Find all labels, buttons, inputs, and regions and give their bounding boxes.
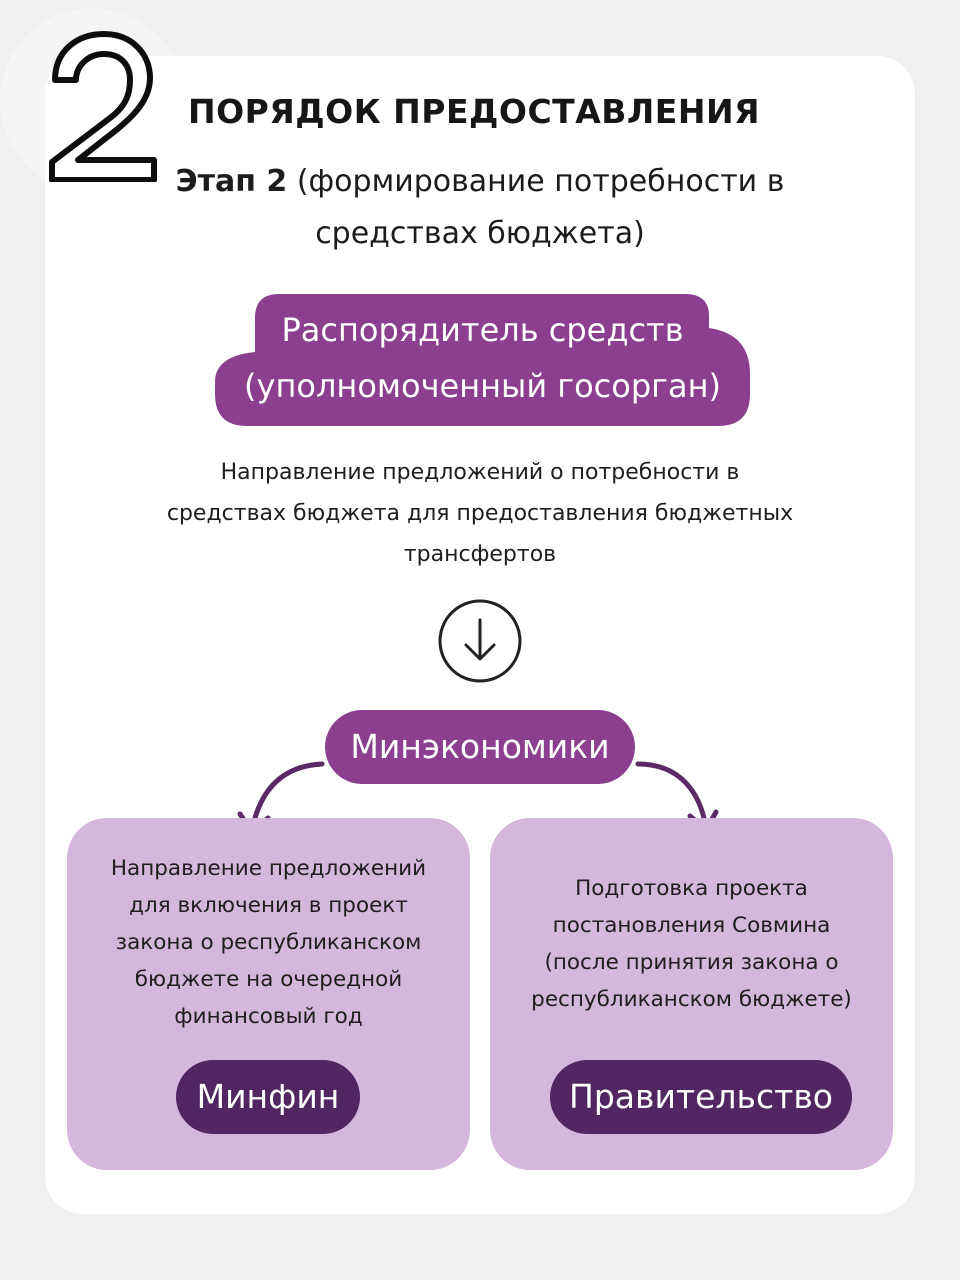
minfin-text-line: для включения в проект	[129, 893, 408, 918]
stage-caption: Этап 2 (формирование потребности в средс…	[130, 156, 830, 260]
description-line1: Направление предложений о потребности в	[220, 460, 740, 485]
government-badge: Правительство	[550, 1060, 852, 1134]
government-text-line: республиканском бюджете)	[531, 987, 852, 1012]
government-text-line: Подготовка проекта	[575, 876, 808, 901]
minekonomiki-node: Минэкономики	[325, 710, 635, 784]
government-box-text: Подготовка проекта постановления Совмина…	[500, 870, 883, 1018]
arrow-down-circle-icon	[438, 599, 522, 683]
page-title: ПОРЯДОК ПРЕДОСТАВЛЕНИЯ	[188, 92, 760, 131]
minfin-text-line: закона о республиканском	[115, 930, 422, 955]
description-line2: средствах бюджета для предоставления бюд…	[166, 501, 794, 526]
minfin-badge: Минфин	[176, 1060, 360, 1134]
stage-label: Этап 2	[175, 164, 288, 199]
top-node-line2: (уполномоченный госорган)	[244, 367, 721, 405]
minfin-text-line: бюджете на очередной	[134, 967, 403, 992]
government-text-line: (после принятия закона о	[544, 950, 839, 975]
step-number-2	[49, 31, 157, 182]
stage-description-part2: средствах бюджета)	[315, 216, 645, 251]
top-node-line1: Распорядитель средств	[281, 311, 684, 349]
stage-description-part1: (формирование потребности в	[287, 164, 785, 199]
government-box: Подготовка проекта постановления Совмина…	[490, 818, 893, 1170]
top-node-label: Распорядитель средств (уполномоченный го…	[215, 302, 750, 414]
flow-description: Направление предложений о потребности в …	[120, 452, 840, 575]
government-text-line: постановления Совмина	[552, 913, 831, 938]
minfin-text-line: Направление предложений	[110, 856, 427, 881]
description-line3: трансфертов	[403, 542, 557, 567]
minfin-box-text: Направление предложений для включения в …	[77, 850, 460, 1035]
minfin-box: Направление предложений для включения в …	[67, 818, 470, 1170]
top-node-shape	[215, 294, 750, 426]
minfin-text-line: финансовый год	[174, 1004, 363, 1029]
